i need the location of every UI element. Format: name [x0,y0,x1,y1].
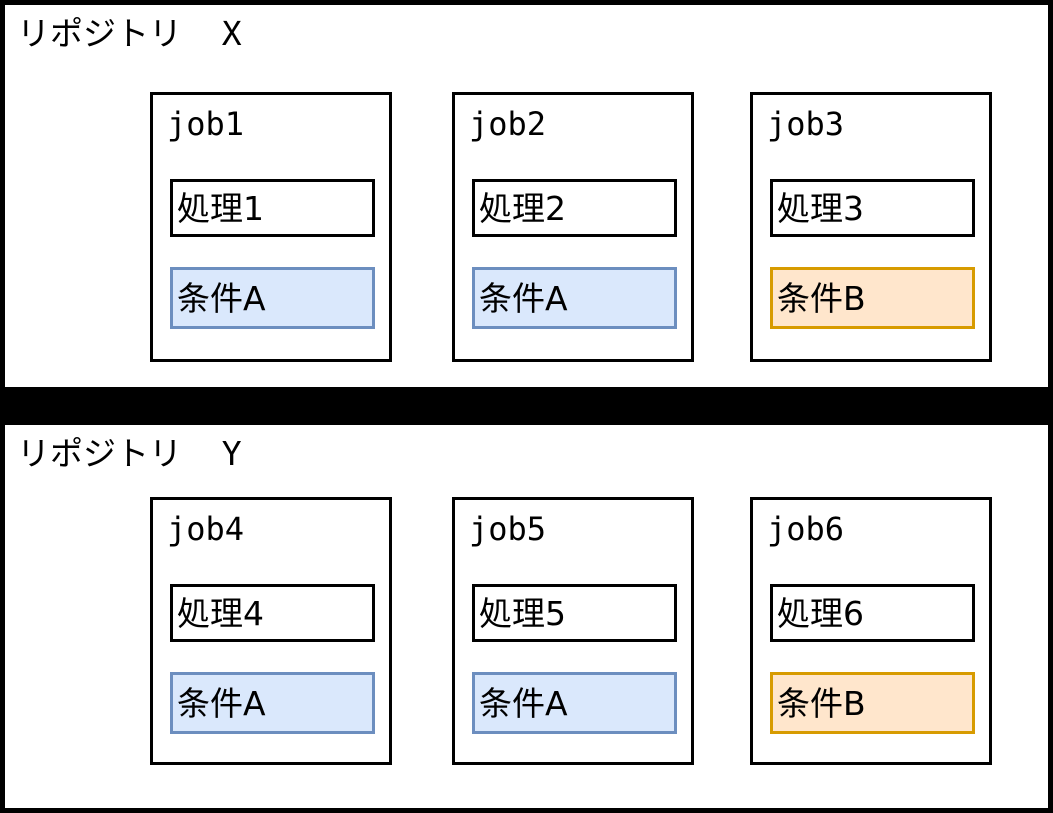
job4-condition-label: 条件A [177,683,266,723]
job3-title: job3 [767,105,845,143]
repository-divider [0,392,1053,420]
repository-y-label: リポジトリ Y [17,434,242,473]
job6-process-box: 処理6 [770,584,975,642]
job1-process-label: 処理1 [177,188,264,228]
job6-process-label: 処理6 [777,593,864,633]
repository-x-panel: リポジトリ X job1 処理1 条件A job2 処理2 条件A job3 処… [0,0,1053,392]
job2-condition-label: 条件A [479,278,568,318]
job3-condition-label: 条件B [777,278,866,318]
job6-title: job6 [767,510,845,548]
job2-title: job2 [469,105,547,143]
repository-x-label: リポジトリ X [17,14,242,53]
job-card-job6: job6 処理6 条件B [750,497,992,765]
job1-condition-label: 条件A [177,278,266,318]
job-card-job5: job5 処理5 条件A [452,497,694,765]
job4-process-box: 処理4 [170,584,375,642]
job4-condition-box: 条件A [170,672,375,734]
job3-process-label: 処理3 [777,188,864,228]
job1-process-box: 処理1 [170,179,375,237]
job2-condition-box: 条件A [472,267,677,329]
job2-process-label: 処理2 [479,188,566,228]
job1-title: job1 [167,105,245,143]
job5-condition-box: 条件A [472,672,677,734]
job-card-job2: job2 処理2 条件A [452,92,694,362]
repository-y-panel: リポジトリ Y job4 処理4 条件A job5 処理5 条件A job6 処… [0,420,1053,813]
job5-title: job5 [469,510,547,548]
job1-condition-box: 条件A [170,267,375,329]
job5-process-label: 処理5 [479,593,566,633]
job5-process-box: 処理5 [472,584,677,642]
job-card-job4: job4 処理4 条件A [150,497,392,765]
job-card-job3: job3 処理3 条件B [750,92,992,362]
job3-process-box: 処理3 [770,179,975,237]
job3-condition-box: 条件B [770,267,975,329]
job-card-job1: job1 処理1 条件A [150,92,392,362]
job6-condition-box: 条件B [770,672,975,734]
job6-condition-label: 条件B [777,683,866,723]
job2-process-box: 処理2 [472,179,677,237]
job4-process-label: 処理4 [177,593,264,633]
job4-title: job4 [167,510,245,548]
job5-condition-label: 条件A [479,683,568,723]
